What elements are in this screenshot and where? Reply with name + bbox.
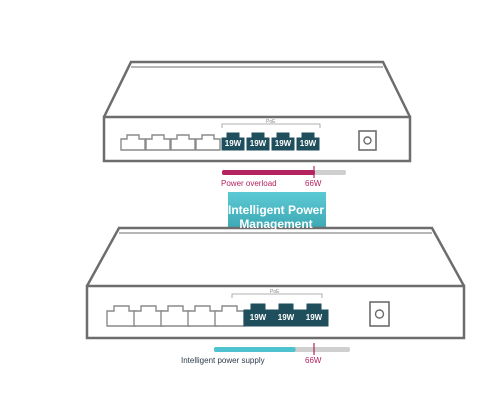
top-poe-port-3 — [271, 132, 295, 151]
top-regular-ports — [120, 134, 221, 151]
bottom-poe-port-3 — [299, 303, 329, 327]
top-port-watt-2: 19W — [249, 139, 267, 148]
top-poe-port-1 — [221, 132, 245, 151]
bottom-port-watt-1: 19W — [249, 313, 267, 322]
top-power-limit: 66W — [305, 179, 322, 188]
top-port-2 — [145, 134, 171, 151]
bottom-power-jack — [369, 301, 390, 327]
top-poe-ports — [221, 132, 320, 151]
top-poe-bracket — [221, 123, 321, 128]
intelligent-power-supply-label: Intelligent power supply — [181, 356, 265, 365]
bottom-regular-ports — [106, 305, 245, 327]
top-poe-port-4 — [296, 132, 320, 151]
arrow-title: Intelligent Power Management — [227, 203, 324, 231]
power-overload-label: Power overload — [221, 179, 277, 188]
top-switch-lid — [102, 60, 412, 118]
top-port-3 — [170, 134, 196, 151]
bottom-power-bar — [214, 343, 350, 355]
top-power-bar — [222, 166, 346, 178]
top-poe-label: PoE — [266, 119, 276, 125]
bottom-poe-bracket — [231, 293, 323, 298]
top-poe-port-2 — [246, 132, 270, 151]
bottom-port-watt-3: 19W — [305, 313, 323, 322]
bottom-poe-label: PoE — [270, 289, 280, 295]
bottom-power-limit: 66W — [305, 356, 322, 365]
top-port-1 — [120, 134, 146, 151]
top-port-watt-3: 19W — [274, 139, 292, 148]
bottom-port-watt-2: 19W — [277, 313, 295, 322]
bottom-switch-lid — [85, 226, 466, 287]
top-switch — [102, 60, 412, 178]
top-port-watt-4: 19W — [299, 139, 317, 148]
top-power-jack — [358, 130, 377, 151]
bottom-poe-ports — [243, 303, 329, 327]
top-port-4 — [195, 134, 221, 151]
top-port-watt-1: 19W — [224, 139, 242, 148]
bottom-switch — [85, 226, 466, 355]
